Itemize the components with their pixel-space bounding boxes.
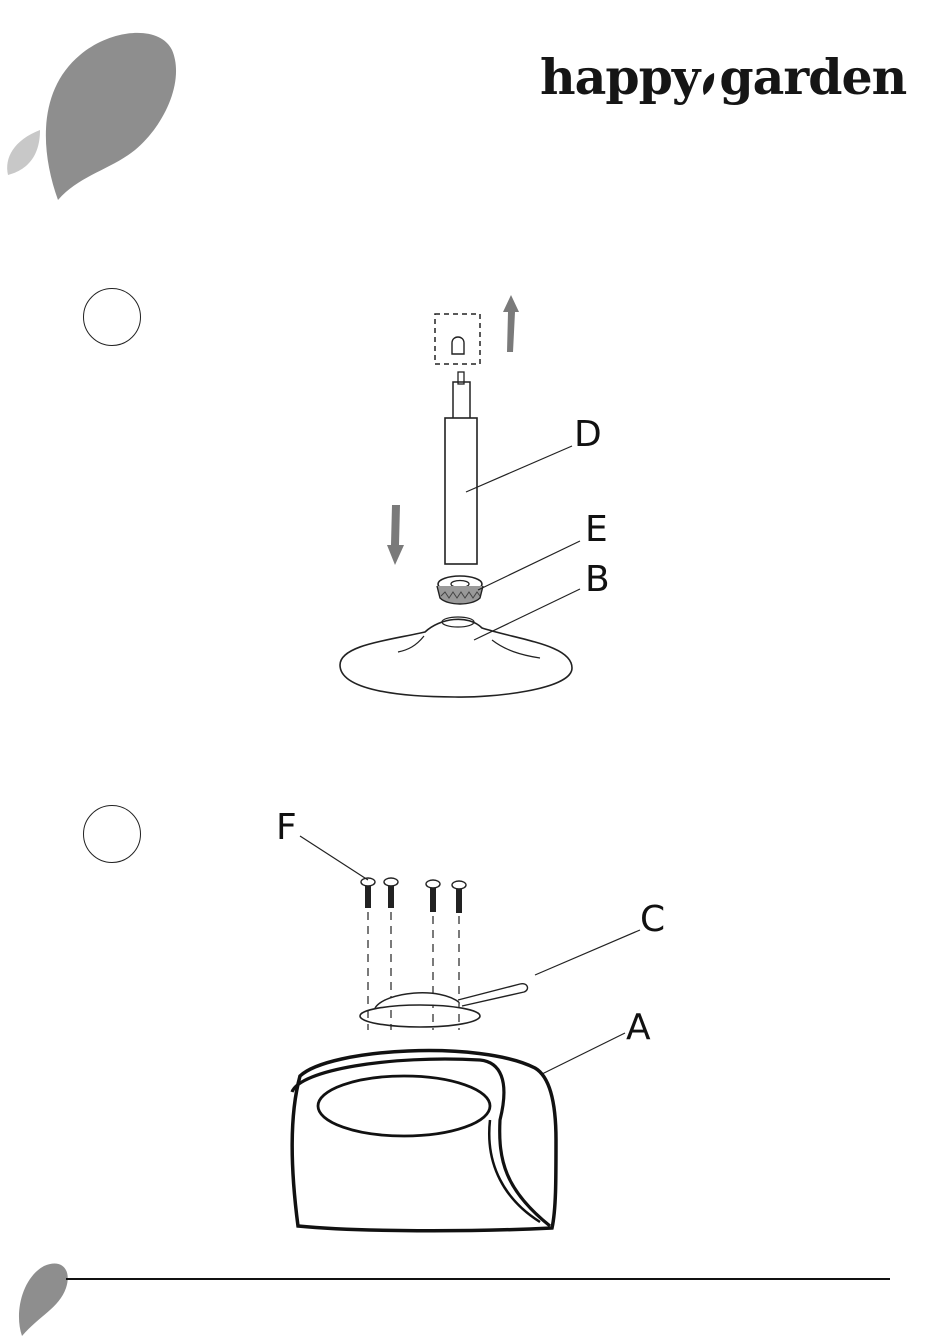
label-d: D — [574, 417, 602, 453]
screw-2 — [384, 878, 398, 908]
leader-b — [474, 589, 580, 640]
cap-dashed-box — [435, 314, 480, 364]
label-c: C — [640, 902, 665, 938]
base-b — [340, 619, 572, 697]
pole-top — [453, 382, 470, 420]
leader-c — [535, 930, 640, 975]
bracket-handle — [458, 984, 527, 1006]
cap-icon — [452, 337, 464, 354]
arrow-down-icon — [387, 505, 404, 565]
step-2-marker — [83, 805, 141, 863]
footer-leaf-icon — [14, 1258, 74, 1338]
brand-word-happy: happy — [540, 48, 699, 106]
label-a: A — [626, 1010, 651, 1046]
leader-f — [300, 836, 368, 880]
step-1-illustration — [330, 285, 630, 705]
header-leaf-decoration — [0, 0, 200, 220]
leader-a — [540, 1033, 625, 1075]
leaf-large-icon — [46, 33, 176, 200]
leaf-icon — [701, 72, 715, 96]
screw-1 — [361, 878, 375, 908]
planter-opening — [318, 1076, 490, 1136]
label-f: F — [276, 810, 297, 846]
leader-d — [466, 446, 572, 492]
pole-d — [445, 418, 477, 564]
washer-e — [437, 586, 483, 604]
leader-e — [478, 541, 580, 590]
arrow-up-icon — [503, 295, 519, 352]
bracket-c-flange — [360, 1005, 480, 1027]
screw-3 — [426, 880, 440, 912]
brand-word-garden: garden — [719, 48, 906, 106]
label-e: E — [585, 512, 608, 548]
leaf-small-icon — [7, 130, 40, 175]
label-b: B — [585, 562, 610, 598]
step-1-marker — [83, 288, 141, 346]
screw-guides — [368, 912, 459, 1030]
footer-rule — [66, 1278, 890, 1280]
screw-4 — [452, 881, 466, 913]
